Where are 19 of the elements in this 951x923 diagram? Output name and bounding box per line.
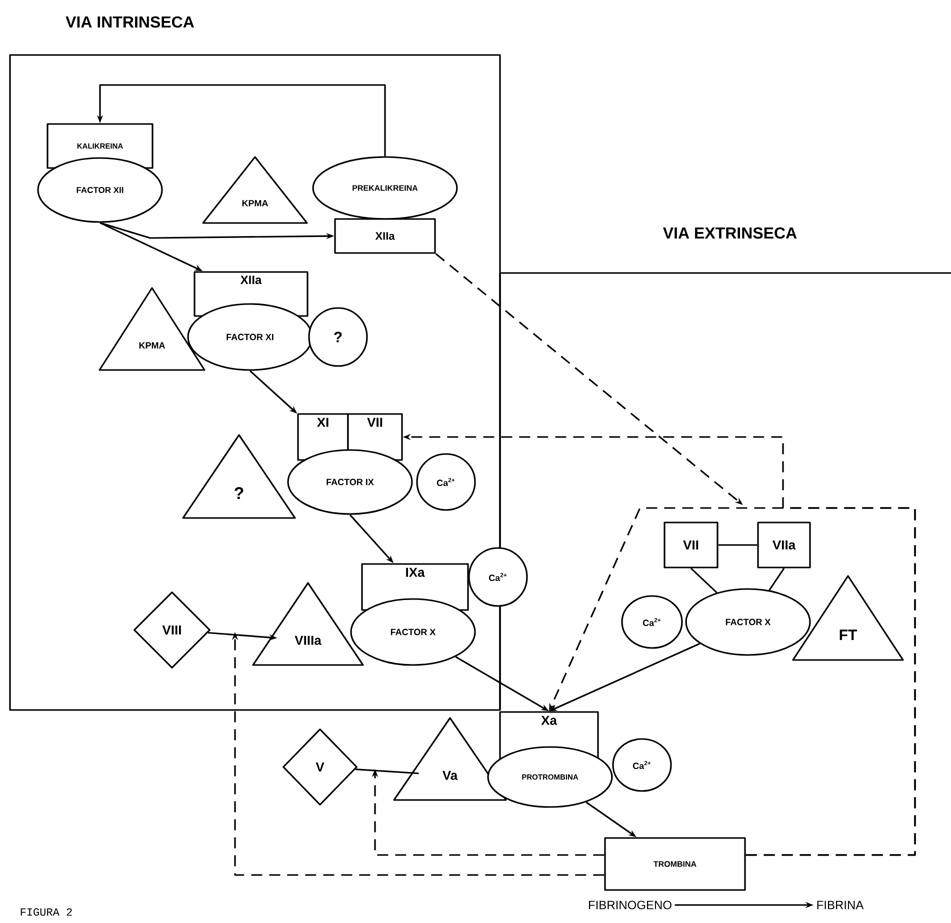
cofactor-triangle: KPMA	[98, 287, 206, 371]
cofactor-triangle: KPMA	[202, 156, 308, 224]
node-text: FIBRINOGENO	[589, 900, 672, 910]
connector-line	[768, 568, 785, 591]
connector-line	[356, 768, 419, 774]
factor-box: XIIa	[334, 218, 436, 254]
figure-caption: FIGURA 2	[20, 908, 72, 916]
cofactor-triangle: VIIIa	[252, 582, 364, 666]
cofactor-triangle: FT	[792, 575, 904, 661]
node-label: VIA INTRINSECA	[66, 16, 194, 28]
cofactor-triangle: ?	[182, 434, 296, 519]
factor-box: TROMBINA	[604, 837, 746, 891]
connector-line	[718, 544, 758, 546]
factor-box: VIIa	[757, 522, 811, 568]
cofactor-triangle: Va	[393, 717, 507, 801]
dashed-arrow	[549, 507, 916, 856]
factor-box: VII	[664, 522, 718, 568]
connector-line	[690, 568, 718, 594]
node-text: FIBRINA	[817, 900, 864, 910]
